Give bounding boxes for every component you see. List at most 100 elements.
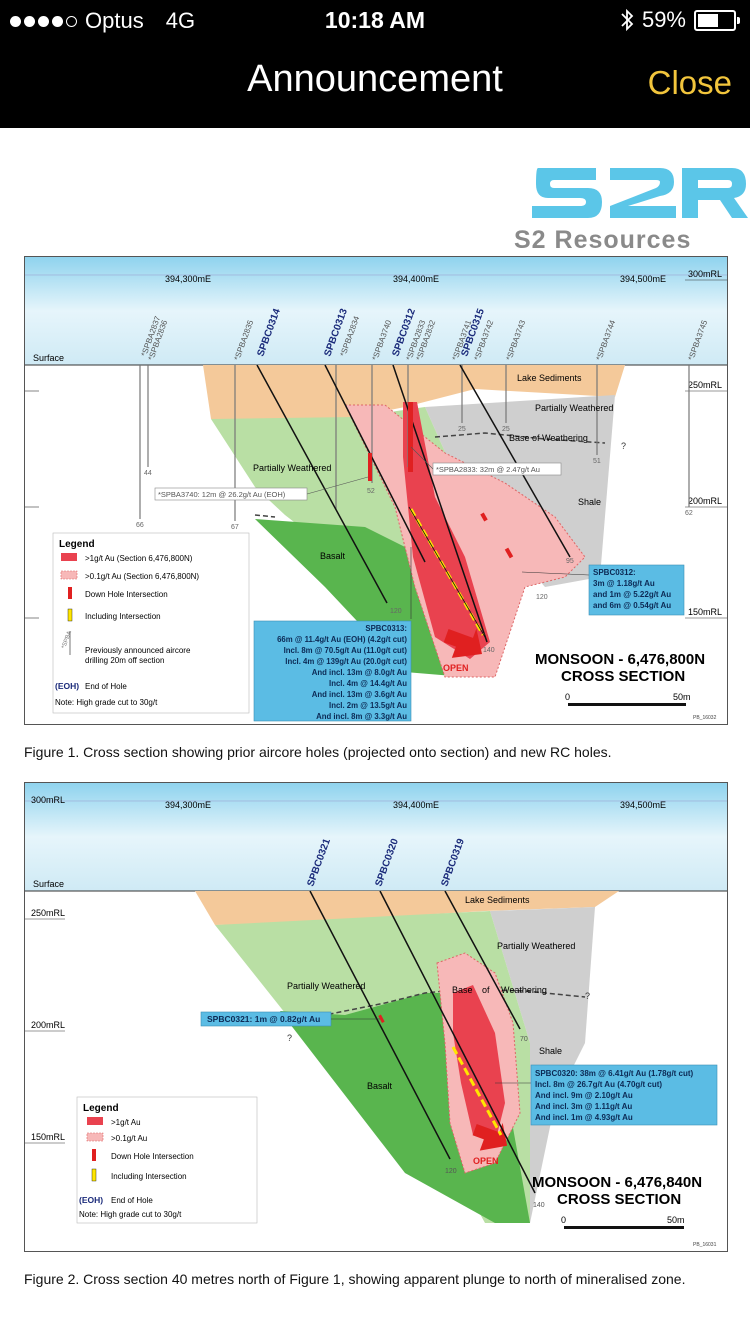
base-of-weathering-label: Base of Weathering [509, 433, 588, 443]
figure-reference: PB_16032 [693, 715, 717, 721]
rl-label: 300mRL [31, 795, 65, 805]
section-subtitle: CROSS SECTION [557, 1191, 681, 1208]
partially-weathered-left-label: Partially Weathered [287, 981, 365, 991]
callout-text: SPBC0312: [593, 568, 636, 577]
easting-label: 394,400mE [393, 274, 439, 284]
callout-text: and 6m @ 0.54g/t Au [593, 601, 671, 610]
legend-item: drilling 20m off section [85, 656, 164, 665]
legend-item: Down Hole Intersection [111, 1152, 194, 1161]
scale-bar-end: 50m [667, 1215, 685, 1225]
base-of-weathering-line [434, 432, 606, 444]
base-of-weathering-label: of [482, 985, 490, 995]
callout-text: 3m @ 1.18g/t Au [593, 579, 655, 588]
legend-eoh-symbol: (EOH) [55, 681, 79, 691]
figure-reference: PB_16031 [693, 1242, 717, 1248]
easting-label: 394,400mE [393, 800, 439, 810]
depth-label: ? [585, 991, 590, 1001]
base-of-weathering-label: Weathering [501, 985, 547, 995]
announcement-content[interactable]: S2 Resources OPEN 394,300mE [0, 128, 750, 1334]
aircore-callout-2: *SPBA2833: 32m @ 2.47g/t Au [410, 446, 562, 476]
callout-text: And incl. 3m @ 1.11g/t Au [535, 1102, 632, 1111]
high-grade-ore-body [453, 985, 505, 1143]
surface-label: Surface [33, 353, 64, 363]
base-of-weathering-label: Base [452, 985, 473, 995]
logo-text: S2 Resources [514, 226, 691, 254]
company-logo: S2 Resources [514, 168, 748, 254]
figure-1-cross-section: OPEN 394,300mE 394,400mE 394,500mE 300mR… [24, 256, 728, 725]
scale-bar-start: 0 [561, 1215, 566, 1225]
legend-item: >1g/t Au [111, 1118, 141, 1127]
legend-item: Previously announced aircore [85, 646, 191, 655]
legend-item: >0.1g/t Au (Section 6,476,800N) [85, 572, 199, 581]
battery-percent: 59% [641, 7, 686, 32]
lake-sediments-label: Lake Sediments [517, 373, 582, 383]
navigation-bar: Announcement Close [0, 40, 750, 128]
depth-label: 120 [445, 1168, 457, 1175]
figure-1-caption: Figure 1. Cross section showing prior ai… [24, 744, 612, 760]
depth-label: 66 [136, 522, 144, 529]
partially-weathered-right-label: Partially Weathered [497, 941, 575, 951]
signal-strength-icon [10, 15, 77, 27]
lake-sediments-zone [203, 365, 625, 425]
base-of-weathering-line [304, 988, 586, 1020]
spbc0321-callout: SPBC0321: 1m @ 0.82g/t Au [200, 1011, 380, 1027]
rl-label: 200mRL [688, 496, 722, 506]
battery-icon [694, 9, 740, 31]
depth-label: 67 [231, 524, 239, 531]
legend-title: Legend [83, 1103, 119, 1114]
high-grade-ore-body [403, 402, 490, 659]
shale-label: Shale [578, 497, 601, 507]
legend-item: Including Intersection [85, 612, 161, 621]
partially-weathered-left-label: Partially Weathered [253, 463, 331, 473]
rl-label: 150mRL [688, 607, 722, 617]
battery-status: 59% [620, 7, 740, 33]
partially-weathered-right-label: Partially Weathered [535, 403, 613, 413]
hole-depth-labels: 70 120 140 ? ? [287, 991, 590, 1209]
basalt-label: Basalt [367, 1081, 393, 1091]
section-title: MONSOON - 6,476,800N [535, 651, 705, 668]
callout-text: and 1m @ 5.22g/t Au [593, 590, 671, 599]
legend-item: >1g/t Au (Section 6,476,800N) [85, 554, 193, 563]
easting-label: 394,500mE [620, 800, 666, 810]
legend-note: Note: High grade cut to 30g/t [55, 698, 158, 707]
scale-bar-end: 50m [673, 692, 691, 702]
rl-label: 150mRL [31, 1132, 65, 1142]
callout-text: SPBC0321: 1m @ 0.82g/t Au [207, 1014, 320, 1024]
callout-text: Incl. 8m @ 70.5g/t Au (11.0g/t cut) [284, 646, 408, 655]
callout-text: 66m @ 11.4g/t Au (EOH) (4.2g/t cut) [277, 635, 407, 644]
callout-text: And incl. 1m @ 4.93g/t Au [535, 1113, 633, 1122]
rc-holes [309, 890, 536, 1194]
open-arrow [472, 1122, 508, 1151]
callout-text: And incl. 13m @ 3.6g/t Au [312, 690, 407, 699]
callout-text: And incl. 8m @ 3.3g/t Au [316, 712, 407, 721]
down-hole-intersection [368, 453, 372, 481]
figure-2-caption: Figure 2. Cross section 40 metres north … [24, 1271, 686, 1287]
network-type: 4G [165, 8, 196, 33]
callout-text: Incl. 2m @ 13.5g/t Au [329, 701, 407, 710]
easting-label: 394,500mE [620, 274, 666, 284]
depth-label: 140 [533, 1202, 545, 1209]
spbc0320-callout: SPBC0320: 38m @ 6.41g/t Au (1.78g/t cut)… [495, 1064, 718, 1126]
callout-text: *SPBA2833: 32m @ 2.47g/t Au [436, 465, 540, 474]
legend-symbol: *SPBA [61, 630, 73, 649]
aircore-callout-1: *SPBA3740: 12m @ 26.2g/t Au (EOH) [154, 476, 369, 501]
depth-label: 70 [520, 1036, 528, 1043]
figure-2-graphic: OPEN 394,300mE 394,400mE 394,500mE 300mR… [25, 783, 727, 1248]
section-subtitle: CROSS SECTION [561, 668, 685, 685]
hole-depth-labels: 44 66 67 52 25 25 51 62 95 120 120 140 ? [136, 426, 693, 654]
callout-text: SPBC0320: 38m @ 6.41g/t Au (1.78g/t cut) [535, 1069, 694, 1078]
spbc0312-callout: SPBC0312: 3m @ 1.18g/t Au and 1m @ 5.22g… [521, 564, 685, 616]
legend-eoh-symbol: (EOH) [79, 1195, 103, 1205]
close-button[interactable]: Close [647, 64, 732, 101]
lake-sediments-zone [195, 891, 619, 925]
callout-text: SPBC0313: [365, 624, 407, 633]
legend-title: Legend [59, 539, 95, 550]
legend-item: Including Intersection [111, 1172, 187, 1181]
clock: 10:18 AM [324, 7, 426, 33]
depth-label: 51 [593, 458, 601, 465]
lake-sediments-label: Lake Sediments [465, 895, 530, 905]
depth-label: 120 [536, 594, 548, 601]
depth-label: ? [287, 1033, 292, 1043]
callout-text: Incl. 4m @ 139g/t Au (20.0g/t cut) [285, 657, 407, 666]
depth-label: 25 [502, 426, 510, 433]
